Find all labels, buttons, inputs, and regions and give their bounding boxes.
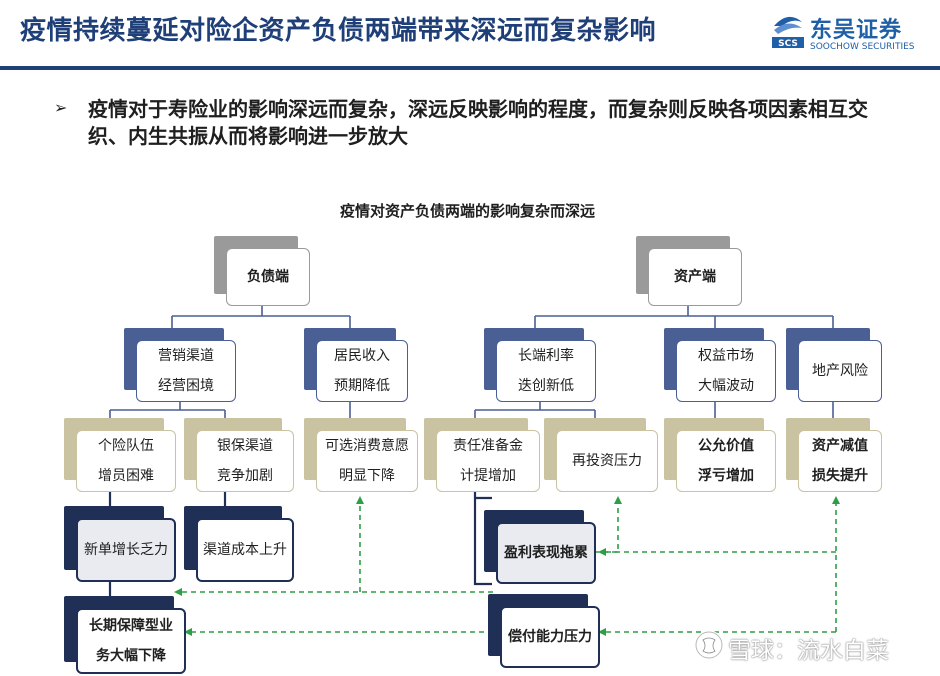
node-income: 居民收入 预期降低 xyxy=(304,328,408,402)
node-new-business-line1: 新单增长乏力 xyxy=(84,542,168,558)
node-realestate-line1: 地产风险 xyxy=(812,363,868,379)
node-profit-drag-line1: 盈利表现拖累 xyxy=(504,545,588,561)
snowball-logo-icon xyxy=(694,630,724,660)
node-new-business: 新单增长乏力 xyxy=(64,506,176,582)
node-reinvest-line1: 再投资压力 xyxy=(572,453,642,469)
line-marketing-branches xyxy=(109,402,226,420)
node-banca-line1: 银保渠道 xyxy=(217,438,273,454)
node-equity-line2: 大幅波动 xyxy=(698,378,754,394)
node-banca: 银保渠道 竞争加剧 xyxy=(184,418,294,492)
node-protection-line1: 长期保障型业 xyxy=(89,618,173,634)
company-logo: SCS 东吴证券 SOOCHOW SECURITIES xyxy=(770,10,930,60)
watermark-text: 雪球：流水白菜 xyxy=(728,638,889,664)
node-agents: 个险队伍 增员困难 xyxy=(64,418,176,492)
node-solvency-line1: 偿付能力压力 xyxy=(508,629,592,645)
node-profit-drag: 盈利表现拖累 xyxy=(484,510,596,584)
node-fairvalue: 公允价值 浮亏增加 xyxy=(664,418,776,492)
node-rates-line1: 长端利率 xyxy=(518,348,574,364)
node-impairment: 资产减值 损失提升 xyxy=(786,418,882,492)
node-banca-line2: 竞争加剧 xyxy=(217,468,273,484)
node-reserve-line1: 责任准备金 xyxy=(453,438,523,454)
node-income-line2: 预期降低 xyxy=(334,378,390,394)
company-name-en: SOOCHOW SECURITIES xyxy=(810,42,915,52)
node-consumption: 可选消费意愿 明显下降 xyxy=(304,418,418,492)
company-logo-mark: SCS xyxy=(772,16,804,49)
node-realestate: 地产风险 xyxy=(786,328,882,402)
node-channel-cost-line1: 渠道成本上升 xyxy=(203,542,287,558)
slide-title: 疫情持续蔓延对险企资产负债两端带来深远而复杂影响 xyxy=(20,16,657,46)
bullet-arrow-icon: ➢ xyxy=(54,98,68,117)
node-rates-line2: 迭创新低 xyxy=(518,378,574,394)
node-marketing: 营销渠道 经营困境 xyxy=(124,328,236,402)
node-protection: 长期保障型业 务大幅下降 xyxy=(64,596,186,674)
arrow-profit-to-reinvest xyxy=(594,496,622,553)
node-impairment-line1: 资产减值 xyxy=(812,438,868,454)
node-channel-cost: 渠道成本上升 xyxy=(184,506,294,582)
node-agents-line2: 增员困难 xyxy=(98,468,154,484)
node-asset-root: 资产端 xyxy=(636,236,742,306)
node-marketing-line1: 营销渠道 xyxy=(158,348,214,364)
node-impairment-line2: 损失提升 xyxy=(812,468,868,484)
node-reserve-line2: 计提增加 xyxy=(460,468,516,484)
line-reserve-to-profit xyxy=(473,490,492,586)
node-fairvalue-line2: 浮亏增加 xyxy=(698,468,754,484)
node-reinvest: 再投资压力 xyxy=(544,418,658,492)
node-agents-line1: 个险队伍 xyxy=(98,438,154,454)
company-name-cn: 东吴证券 xyxy=(810,18,903,43)
node-liability-root-text: 负债端 xyxy=(247,269,289,285)
causal-lines xyxy=(108,490,492,596)
node-income-line1: 居民收入 xyxy=(334,348,390,364)
company-logo-mark-text: SCS xyxy=(778,39,798,49)
node-fairvalue-line1: 公允价值 xyxy=(698,438,754,454)
node-liability-root: 负债端 xyxy=(214,236,310,306)
line-liability-root-branches xyxy=(171,306,351,330)
key-point-text: 疫情对于寿险业的影响深远而复杂，深远反映影响的程度，而复杂则反映各项因素相互交织… xyxy=(88,97,868,148)
tree-lines xyxy=(109,306,834,420)
node-equity: 权益市场 大幅波动 xyxy=(664,328,776,402)
feedback-arrows xyxy=(174,496,840,636)
node-reserve: 责任准备金 计提增加 xyxy=(424,418,540,492)
node-protection-line2: 务大幅下降 xyxy=(96,648,166,664)
node-equity-line1: 权益市场 xyxy=(698,348,754,364)
node-consumption-line1: 可选消费意愿 xyxy=(325,438,409,454)
title-divider xyxy=(0,66,940,70)
slide-header: 疫情持续蔓延对险企资产负债两端带来深远而复杂影响 SCS 东吴证券 SOOCHO… xyxy=(0,0,940,72)
node-consumption-line2: 明显下降 xyxy=(339,468,395,484)
node-marketing-line2: 经营困境 xyxy=(158,378,214,394)
node-rates: 长端利率 迭创新低 xyxy=(484,328,596,402)
node-solvency: 偿付能力压力 xyxy=(488,594,600,668)
node-asset-root-text: 资产端 xyxy=(674,269,716,285)
line-rates-branches xyxy=(474,402,596,420)
watermark: 雪球：流水白菜 xyxy=(692,628,932,664)
diagram-title: 疫情对资产负债两端的影响复杂而深远 xyxy=(340,202,596,220)
line-asset-root-branches xyxy=(534,306,834,330)
